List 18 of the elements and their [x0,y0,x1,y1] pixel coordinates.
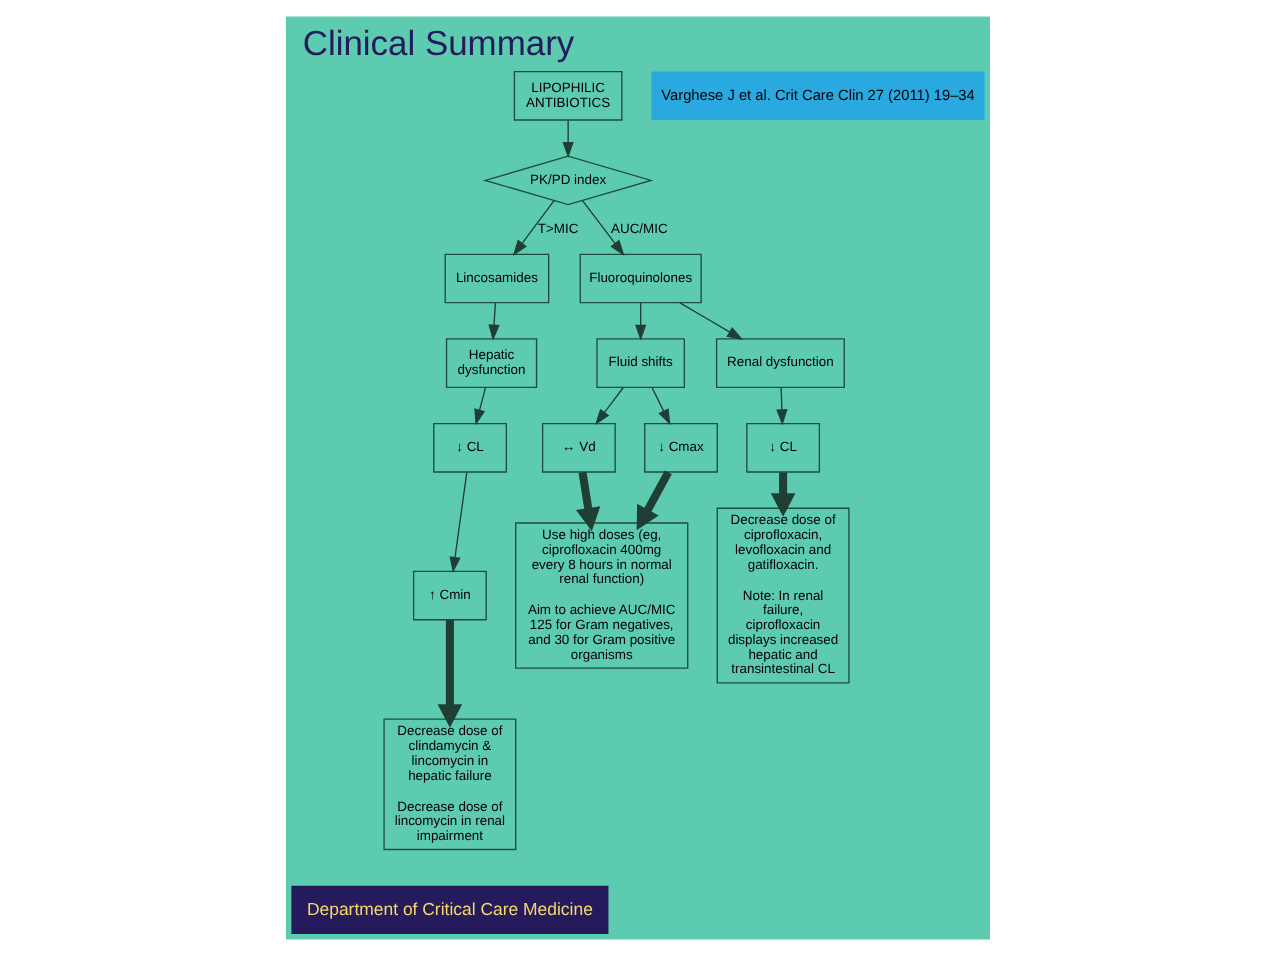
arrow [770,472,796,517]
arrow [449,471,468,573]
arrow [651,387,671,426]
arrow [635,302,647,341]
label: Varghese J et al. Crit Care Clin 27 (2011) 19–34 [661,85,975,104]
arrow [581,199,625,256]
label: Department of Critical Care Medicine [306,898,593,919]
diagram-title: Clinical Summary [302,23,575,64]
arrow [474,387,487,426]
arrow [562,119,574,159]
arrow [595,387,624,425]
arrow [776,387,788,426]
arrow [679,302,744,340]
arrow [488,302,500,341]
arrow [437,620,463,728]
arrow [636,470,672,531]
arrow [512,199,555,256]
arrow [576,471,601,532]
